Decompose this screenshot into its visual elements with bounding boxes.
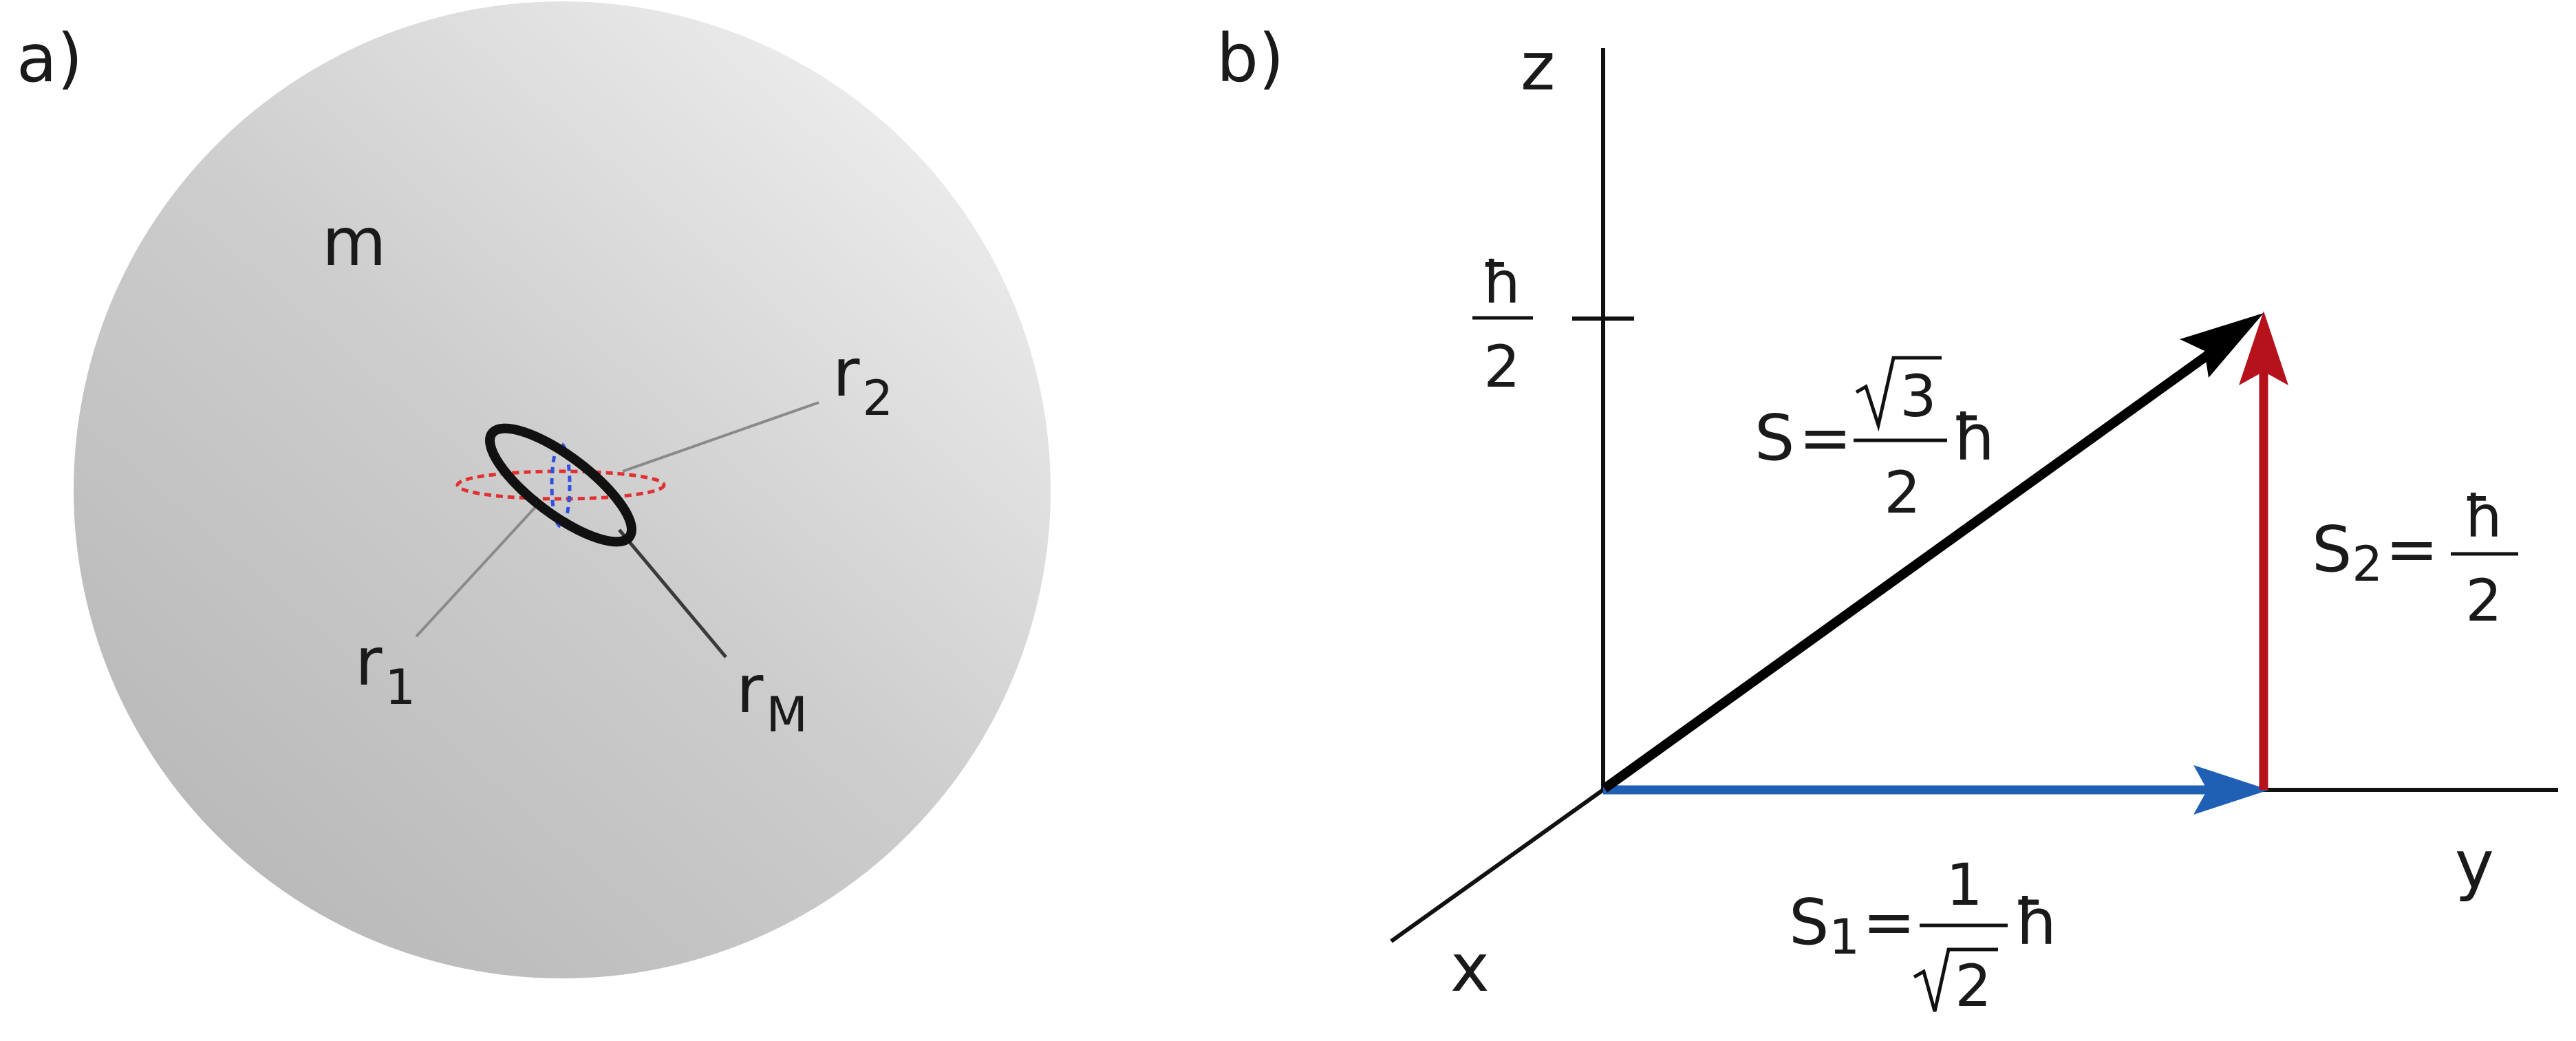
sqrt-sign-s1 — [1913, 947, 1998, 1012]
s-total-denominator: 2 — [1884, 459, 1920, 526]
s1-label: S1= 1 2 ħ — [1789, 851, 2059, 1020]
s1-arrowhead — [2193, 765, 2269, 815]
s-total-vector — [1601, 345, 2219, 793]
s2-lhs: S2= — [2312, 513, 2438, 592]
rM-line — [618, 528, 727, 658]
s-total-lhs: S= — [1754, 401, 1852, 475]
panel-b-label: b) — [1216, 20, 1284, 97]
z-axis-label: z — [1521, 28, 1555, 105]
r1-line — [415, 504, 538, 638]
x-axis-label: x — [1450, 930, 1490, 1007]
tick-denominator: 2 — [1483, 333, 1520, 400]
current-loop — [485, 423, 636, 547]
s2-denominator: 2 — [2465, 567, 2502, 634]
s-total-label: S= 3 2 ħ — [1754, 356, 1997, 526]
s-total-arrowhead — [2180, 313, 2264, 378]
r2-line — [622, 401, 819, 473]
tick-numerator: ħ — [1482, 249, 1522, 316]
red-dotted-loop — [455, 469, 666, 501]
panel-a: a) m r2 r1 rM — [17, 1, 1051, 978]
sphere — [74, 1, 1051, 978]
s-total-numerator: 3 — [1900, 363, 1936, 430]
panel-b: b) z y x ħ 2 S= 3 2 ħ — [1216, 20, 2558, 1020]
y-axis-label: y — [2455, 826, 2494, 903]
blue-dotted-loop — [550, 442, 572, 528]
mass-label: m — [322, 204, 387, 281]
r2-label: r2 — [833, 334, 893, 427]
s1-lhs: S1= — [1789, 886, 1915, 965]
rM-label: rM — [736, 651, 808, 743]
s2-arrowhead — [2239, 311, 2288, 385]
s2-numerator: ħ — [2464, 483, 2504, 550]
sqrt-sign — [1855, 356, 1942, 432]
s1-denominator: 2 — [1955, 952, 1991, 1020]
s2-label: S2= ħ 2 — [2312, 483, 2518, 634]
s-total-unit: ħ — [1953, 401, 1997, 475]
s1-numerator: 1 — [1946, 851, 1982, 919]
x-axis — [1390, 788, 1604, 943]
r1-label: r1 — [355, 623, 416, 716]
z-tick-label: ħ 2 — [1472, 249, 1533, 400]
panel-a-label: a) — [17, 20, 83, 97]
s1-unit: ħ — [2015, 886, 2059, 959]
